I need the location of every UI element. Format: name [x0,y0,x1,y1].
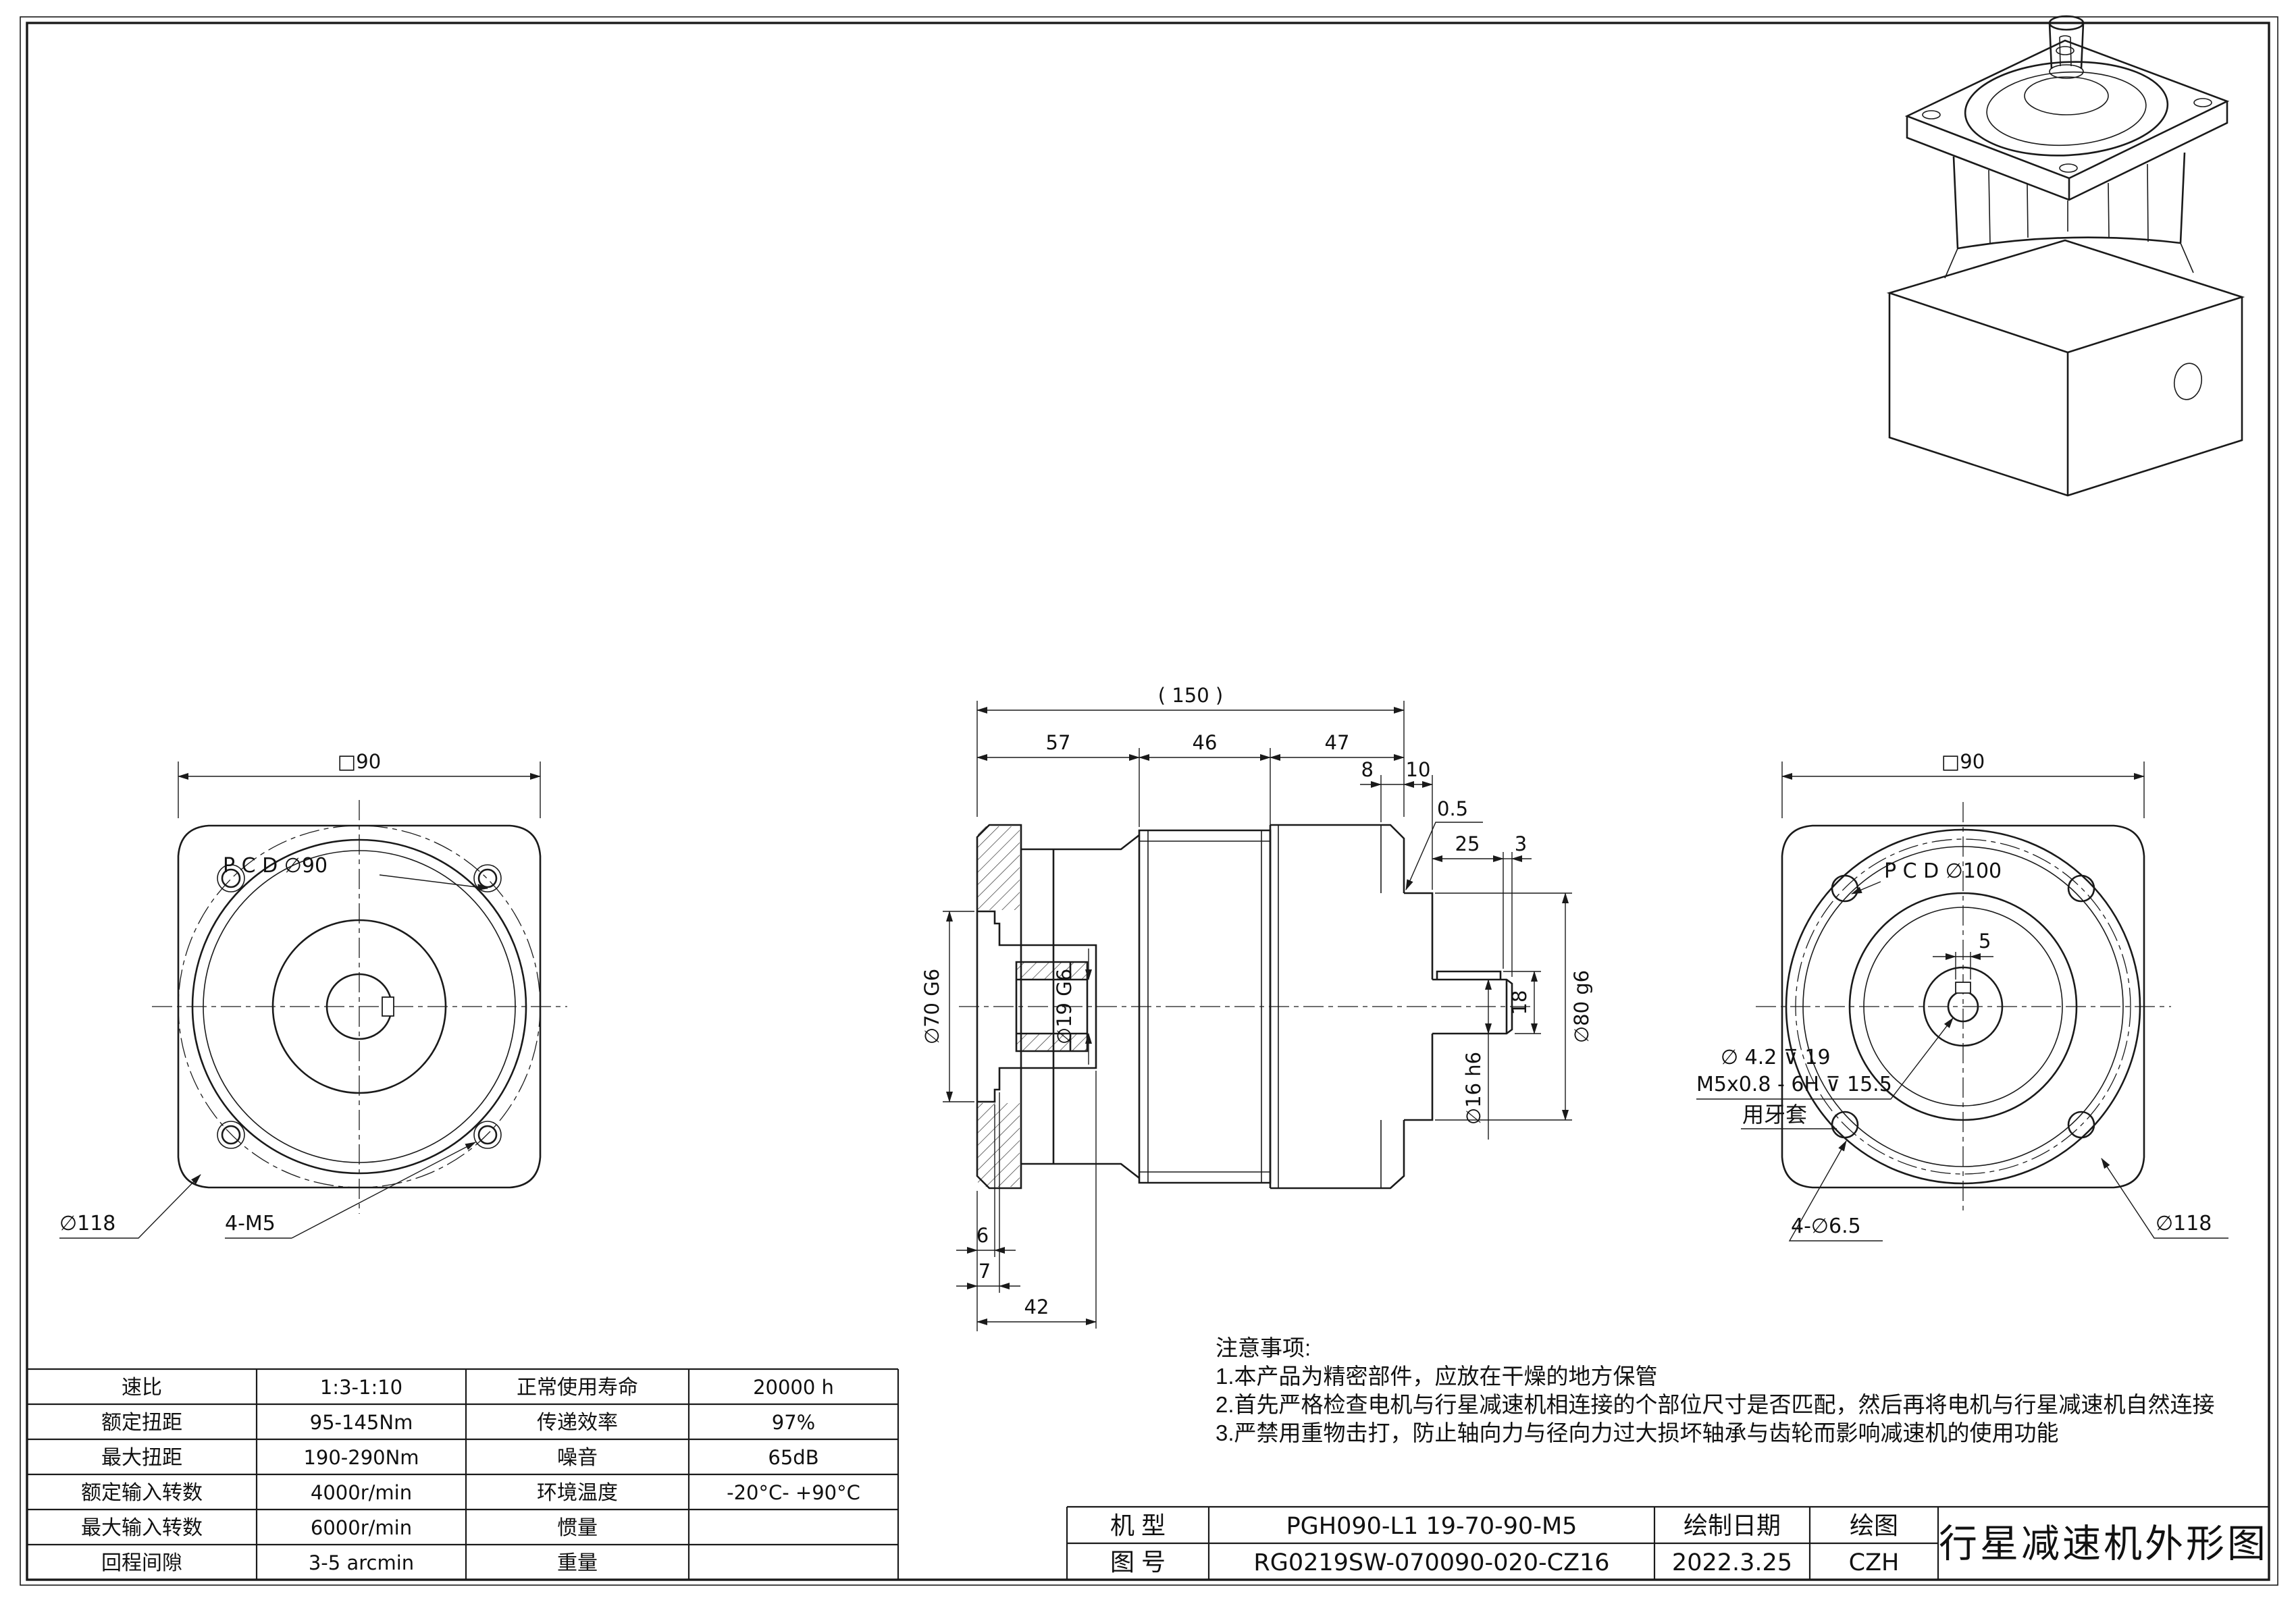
side-view: ( 150 ) 57 46 47 8 10 0.5 25 3 18 ∅16 h6 [920,684,1593,1331]
side-key [1436,970,1502,980]
notes-heading: 注意事项: [1216,1335,1311,1360]
front-view: □90 P C D ∅90 ∅118 4-M5 [59,750,567,1239]
date-value: 2022.3.25 [1672,1549,1792,1576]
side-dim-3: 3 [1515,832,1527,855]
rear-view: □90 5 P C D ∅100 ∅ 4.2 ⊽ 19 M5x0.8 - 6H … [1696,750,2228,1241]
front-keyway [382,996,394,1017]
side-dim-7: 7 [979,1260,991,1283]
iso-base [1886,239,2245,354]
spec-param: 噪音 [557,1447,598,1469]
side-round-body [1021,834,1140,1179]
side-dim-bore70: ∅70 G6 [920,969,943,1044]
side-shaft [1432,978,1513,1035]
front-corner-holes-label: 4-M5 [225,1212,276,1235]
rear-insert-label: 用牙套 [1742,1102,1807,1127]
notes: 注意事项: 1.本产品为精密部件，应放在干燥的地方保管 2.首先严格检查电机与行… [1216,1335,2215,1445]
front-outer-dia-label: ∅118 [59,1212,115,1235]
side-dim-47: 47 [1325,731,1350,754]
spec-value: 65dB [768,1446,818,1469]
side-dim-overall: ( 150 ) [1158,684,1223,707]
rear-pcd-label: P C D ∅100 [1884,859,2002,883]
rear-dim-keyway: 5 [1979,930,1991,953]
side-dim-0-5: 0.5 [1437,797,1468,820]
spec-param: 最大输入转数 [81,1517,203,1539]
side-dim-42: 42 [1024,1296,1049,1318]
author-label: 绘图 [1850,1512,1898,1539]
side-dim-25: 25 [1455,832,1480,855]
rear-outer-dia-label: ∅118 [2156,1212,2212,1235]
side-coupling [1015,961,1089,1052]
side-dim-18: 18 [1508,990,1531,1015]
spec-param: 速比 [122,1377,162,1399]
side-dim-spigot: ∅80 g6 [1570,970,1593,1043]
note-item: 1.本产品为精密部件，应放在干燥的地方保管 [1216,1364,1658,1389]
side-input-flange [1269,824,1405,1190]
spec-value: 4000r/min [311,1481,412,1504]
spec-value: 1:3-1:10 [320,1376,402,1399]
side-output-flange [976,824,1022,1190]
iso-neck [1952,152,2186,250]
rear-dim-square: □90 [1941,750,1985,773]
rear-keyway [1955,982,1971,994]
side-dim-46: 46 [1193,731,1218,754]
side-dim-8: 8 [1361,758,1374,781]
spec-value: 95-145Nm [310,1411,413,1434]
rear-drill-label: ∅ 4.2 ⊽ 19 [1721,1046,1831,1069]
front-pcd-circle [178,825,541,1188]
spec-param: 传递效率 [537,1412,618,1434]
spec-value: 97% [772,1411,815,1434]
spec-value: 6000r/min [311,1516,412,1539]
title-block: 机 型 PGH090-L1 19-70-90-M5 绘制日期 绘图 图 号 RG… [1066,1505,2270,1581]
iso-side-hole [2173,363,2203,400]
front-dim-square: □90 [338,750,381,773]
rear-flange-outline [1781,824,2145,1189]
side-dim-6: 6 [976,1224,989,1247]
spec-value: 20000 h [753,1376,834,1399]
side-dim-10: 10 [1406,758,1431,781]
isometric-view [1886,15,2245,497]
note-item: 3.严禁用重物击打，防止轴向力与径向力过大损坏轴承与齿轮而影响减速机的使用功能 [1216,1420,2059,1445]
drawing-title: 行星减速机外形图 [1939,1522,2268,1566]
spec-param: 额定扭距 [101,1412,182,1434]
spec-param: 重量 [557,1552,598,1574]
front-corner-holes [217,864,502,1149]
author-value: CZH [1849,1549,1900,1576]
side-bores [977,910,1097,1103]
rear-tap-label: M5x0.8 - 6H ⊽ 15.5 [1696,1073,1892,1096]
front-pcd-label: P C D ∅90 [223,854,328,878]
date-label: 绘制日期 [1684,1512,1781,1539]
spec-param: 额定输入转数 [81,1482,203,1504]
side-spigot-boss [1404,892,1434,1121]
model-label: 机 型 [1110,1512,1166,1539]
spec-value: 190-290Nm [303,1446,419,1469]
spec-param: 惯量 [557,1517,598,1539]
model-value: PGH090-L1 19-70-90-M5 [1286,1513,1577,1540]
front-flange-outline [177,824,542,1189]
rear-pcd-circle [1795,838,2131,1175]
rear-corner-holes-label: 4-∅6.5 [1791,1214,1861,1238]
spec-param: 正常使用寿命 [517,1377,638,1399]
spec-value: 3-5 arcmin [309,1551,414,1574]
side-dim-shaft: ∅16 h6 [1462,1052,1485,1125]
spec-param: 环境温度 [537,1482,618,1504]
side-dim-57: 57 [1046,731,1071,754]
spec-param: 最大扭距 [101,1447,182,1469]
spec-table: 速比 1:3-1:10 正常使用寿命 20000 h 额定扭距 95-145Nm… [26,1368,899,1581]
spec-value: -20°C- +90°C [727,1481,860,1504]
side-dim-bore19: ∅19 G6 [1053,969,1076,1044]
drawing-no-value: RG0219SW-070090-020-CZ16 [1253,1549,1609,1576]
note-item: 2.首先严格检查电机与行星减速机相连接的个部位尺寸是否匹配，然后再将电机与行星减… [1216,1392,2215,1417]
spec-param: 回程间隙 [101,1552,182,1574]
drawing-no-label: 图 号 [1110,1548,1166,1576]
